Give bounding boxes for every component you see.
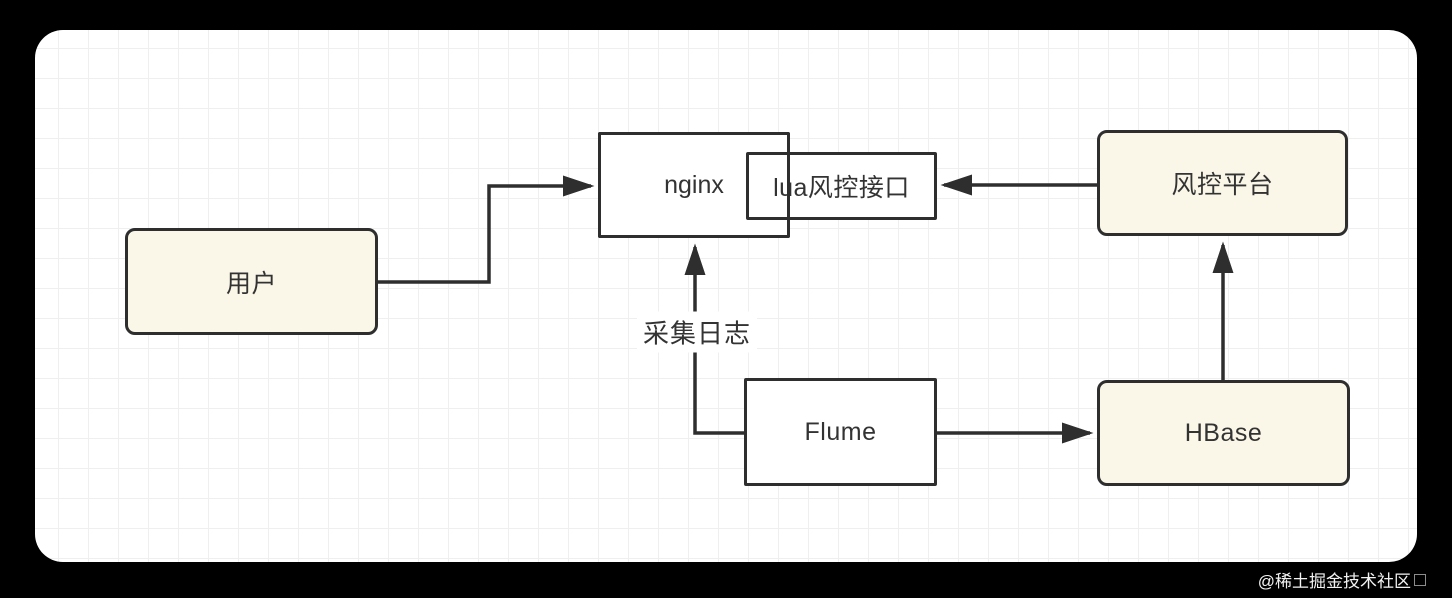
node-nginx-label: nginx xyxy=(664,170,724,199)
node-nginx-outline: nginx xyxy=(598,132,790,238)
node-flume: Flume xyxy=(744,378,937,486)
node-flume-label: Flume xyxy=(804,417,877,446)
node-lua-interface-label: lua风控接口 xyxy=(773,174,910,202)
node-user: 用户 xyxy=(125,228,378,335)
juejin-logo-icon xyxy=(1414,573,1426,586)
watermark: @稀土掘金技术社区 xyxy=(1258,567,1426,592)
node-hbase: HBase xyxy=(1097,380,1350,486)
node-user-label: 用户 xyxy=(225,269,277,298)
node-hbase-label: HBase xyxy=(1184,418,1263,447)
node-risk-platform-label: 风控平台 xyxy=(1171,171,1274,199)
node-lua-interface: lua风控接口 xyxy=(746,152,937,220)
watermark-text: @稀土掘金技术社区 xyxy=(1257,572,1411,591)
edge-label-collect-logs: 采集日志 xyxy=(636,311,758,353)
node-risk-platform: 风控平台 xyxy=(1097,130,1348,236)
